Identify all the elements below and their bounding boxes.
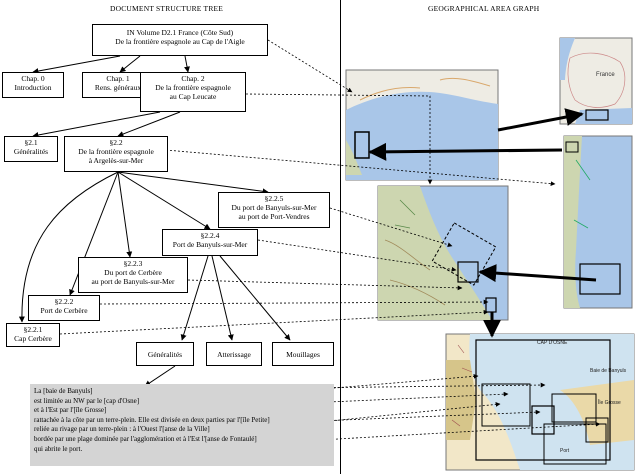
port-label: Port: [560, 448, 570, 454]
text-line: qui abrite le port.: [34, 444, 83, 453]
node-generalites: Généralités: [136, 342, 194, 366]
baie-label: Baie de Banyuls: [590, 368, 627, 374]
text-block: La [baie de Banyuls] est limitée au NW p…: [30, 384, 334, 466]
tree-header: DOCUMENT STRUCTURE TREE: [110, 4, 224, 13]
text-line: La [baie de Banyuls]: [34, 387, 93, 395]
france-label: France: [596, 72, 615, 78]
ile-grosse-label: Île Grosse: [597, 399, 621, 406]
cap-osne-label: CAP D'OSNE: [537, 340, 568, 346]
text-line: bordée par une plage dominée par l'agglo…: [34, 434, 257, 443]
map-terrain: [377, 185, 509, 321]
text-line: rattachée à la côte par un terre-plein. …: [34, 415, 270, 424]
node-atterissage: Atterissage: [206, 342, 262, 366]
panel-divider: [340, 0, 341, 474]
node-mouillages: Mouillages: [272, 342, 334, 366]
graph-header: GEOGRAPHICAL AREA GRAPH: [428, 4, 540, 13]
map-nautical-chart: CAP D'OSNE Baie de Banyuls Île Grosse Po…: [445, 333, 635, 471]
map-coast-strip: [563, 135, 633, 309]
node-root: IN Volume D2.1 France (Côte Sud)De la fr…: [92, 24, 268, 56]
text-line: est limitée au NW par le [cap d'Osne]: [34, 396, 140, 405]
text-line: reliée au rivage par un terre-plein : à …: [34, 425, 210, 434]
text-line: et à l'Est par l'[île Grosse]: [34, 406, 107, 415]
